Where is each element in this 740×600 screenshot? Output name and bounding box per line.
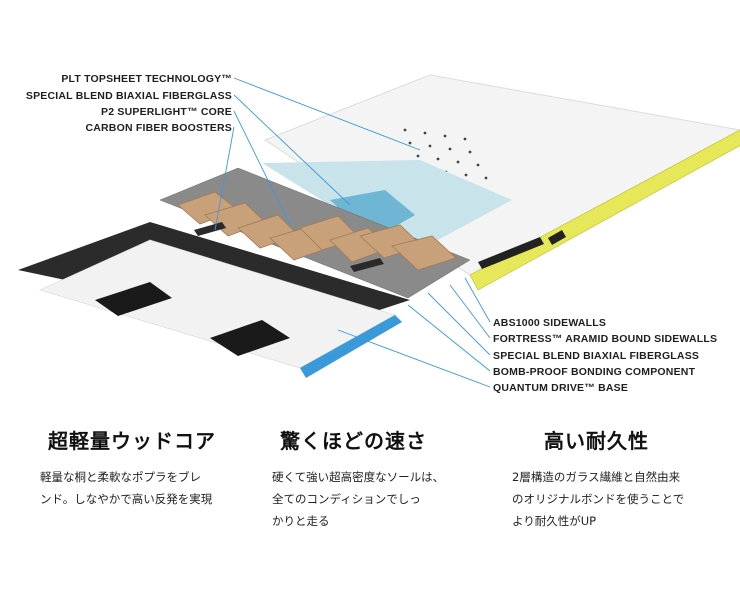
base-graphic-block-2: [210, 320, 290, 356]
label-abs1000-sidewalls: ABS1000 SIDEWALLS: [493, 317, 606, 329]
feature-description-line: 軽量な桐と柔軟なポプラをブレ: [40, 470, 201, 484]
snowboard-layer-diagram: PLT TOPSHEET TECHNOLOGY™ SPECIAL BLEND B…: [18, 73, 740, 394]
feature-description-line: より耐久性がUP: [512, 514, 597, 528]
base-graphic-block-1: [95, 282, 172, 316]
feature-title: 驚くほどの速さ: [280, 429, 427, 453]
sidewall-logo-plate: [548, 230, 566, 245]
label-bomb-proof-bonding: BOMB-PROOF BONDING COMPONENT: [493, 366, 696, 378]
feature-description-line: のオリジナルボンドを使うことで: [512, 492, 685, 506]
feature-lightweight-wood-core: 超軽量ウッドコア 軽量な桐と柔軟なポプラをブレ ンド。しなやかで高い反発を実現: [40, 425, 280, 510]
label-p2-superlight-core: P2 SUPERLIGHT™ CORE: [101, 106, 232, 118]
label-fortress-aramid-sidewalls: FORTRESS™ ARAMID BOUND SIDEWALLS: [493, 333, 717, 345]
label-plt-topsheet: PLT TOPSHEET TECHNOLOGY™: [61, 73, 232, 85]
callout-lines-top: [214, 77, 421, 231]
feature-title: 高い耐久性: [544, 429, 649, 453]
feature-high-durability: 高い耐久性 2層構造のガラス繊維と自然由来 のオリジナルボンドを使うことで より…: [512, 425, 740, 532]
label-carbon-fiber-boosters: CARBON FIBER BOOSTERS: [85, 122, 232, 134]
base-blue-print: [300, 315, 402, 378]
sidewall-text-strip: [478, 237, 544, 269]
feature-amazing-speed: 驚くほどの速さ 硬くて強い超高密度なソールは、 全てのコンディションでしっ かり…: [272, 425, 512, 532]
feature-description-line: 2層構造のガラス繊維と自然由来: [512, 470, 681, 484]
label-quantum-drive-base: QUANTUM DRIVE™ BASE: [493, 382, 628, 394]
feature-description-line: ンド。しなやかで高い反発を実現: [40, 492, 213, 506]
carbon-booster-strips: [194, 222, 384, 272]
feature-title: 超軽量ウッドコア: [48, 429, 216, 453]
feature-description-line: 硬くて強い超高密度なソールは、: [272, 470, 445, 484]
topsheet-dot-pattern: [403, 128, 488, 180]
label-biaxial-fiberglass-bottom: SPECIAL BLEND BIAXIAL FIBERGLASS: [493, 350, 699, 362]
label-biaxial-fiberglass-top: SPECIAL BLEND BIAXIAL FIBERGLASS: [26, 90, 232, 102]
feature-description-line: 全てのコンディションでしっ: [272, 492, 421, 506]
wood-core: [177, 191, 457, 271]
feature-section: 超軽量ウッドコア 軽量な桐と柔軟なポプラをブレ ンド。しなやかで高い反発を実現 …: [0, 425, 740, 600]
feature-description-line: かりと走る: [272, 514, 330, 528]
topsheet-graphic-accent: [330, 190, 415, 240]
callout-lines-bottom: [337, 277, 491, 388]
sidewall-edge: [469, 129, 740, 291]
